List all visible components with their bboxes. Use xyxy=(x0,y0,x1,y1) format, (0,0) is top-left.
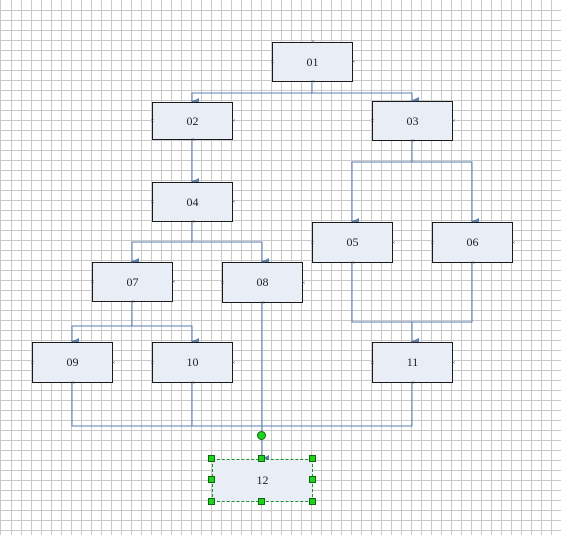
connection-point-marker: × xyxy=(471,218,475,226)
connection-point-marker: × xyxy=(191,136,195,144)
node-02[interactable]: 02 xyxy=(152,102,233,140)
connection-point-marker: × xyxy=(430,238,435,247)
connection-point-marker: × xyxy=(191,379,195,387)
connection-point-marker: × xyxy=(191,178,195,186)
connector-06-11[interactable] xyxy=(411,263,473,346)
node-label: 10 xyxy=(186,355,199,369)
node-09[interactable]: 09 xyxy=(32,342,113,383)
node-11[interactable]: 11 xyxy=(372,342,453,383)
node-label: 03 xyxy=(406,113,419,128)
connection-point-marker: × xyxy=(351,259,355,267)
connector-07-10[interactable] xyxy=(131,302,199,346)
resize-handle-s[interactable] xyxy=(258,498,265,505)
connection-point-marker: × xyxy=(351,58,356,66)
resize-handle-se[interactable] xyxy=(309,498,316,505)
resize-handle-n[interactable] xyxy=(258,455,265,462)
connection-point-marker: × xyxy=(71,379,75,387)
connection-point-marker: × xyxy=(71,338,75,346)
node-label: 04 xyxy=(186,194,199,209)
node-label: 02 xyxy=(186,113,199,128)
resize-handle-w[interactable] xyxy=(208,476,215,483)
connection-point-marker: × xyxy=(451,358,456,367)
connection-point-marker: × xyxy=(261,258,265,266)
connector-05-11[interactable] xyxy=(351,263,419,346)
node-10[interactable]: 10 xyxy=(152,342,233,383)
node-03[interactable]: 03 xyxy=(372,101,453,141)
connection-point-marker: × xyxy=(391,238,396,247)
node-06[interactable]: 06 xyxy=(432,222,513,263)
connector-11-12[interactable] xyxy=(262,383,413,427)
node-07[interactable]: 07 xyxy=(92,262,173,302)
connection-point-marker: × xyxy=(411,97,415,105)
node-label: 11 xyxy=(406,355,419,369)
resize-handle-ne[interactable] xyxy=(309,455,316,462)
connection-point-marker: × xyxy=(261,299,265,307)
connection-point-marker: × xyxy=(270,58,275,66)
connection-point-marker: × xyxy=(111,358,116,367)
connection-point-marker: × xyxy=(171,278,176,286)
connection-point-marker: × xyxy=(411,379,415,387)
connector-04-08[interactable] xyxy=(191,222,269,266)
connection-point-marker: × xyxy=(370,117,375,125)
connection-point-marker: × xyxy=(311,38,315,46)
connection-point-marker: × xyxy=(150,117,155,125)
connection-point-marker: × xyxy=(311,78,315,86)
connector-03-05[interactable] xyxy=(351,141,413,226)
connection-point-marker: × xyxy=(231,198,236,206)
connector-04-07[interactable] xyxy=(131,222,193,266)
node-04[interactable]: 04 xyxy=(152,182,233,222)
node-08[interactable]: 08 xyxy=(222,262,303,303)
connection-point-marker: × xyxy=(131,298,135,306)
connection-point-marker: × xyxy=(511,238,516,247)
node-label: 08 xyxy=(256,275,269,289)
resize-handle-sw[interactable] xyxy=(208,498,215,505)
connection-point-marker: × xyxy=(351,218,355,226)
resize-handle-nw[interactable] xyxy=(208,455,215,462)
connector-09-12[interactable] xyxy=(71,383,262,427)
node-label: 12 xyxy=(256,473,269,487)
resize-handle-e[interactable] xyxy=(309,476,316,483)
connector-07-09[interactable] xyxy=(71,302,133,346)
connection-point-marker: × xyxy=(451,117,456,125)
connector-01-02[interactable] xyxy=(191,83,313,106)
connection-point-marker: × xyxy=(131,258,135,266)
node-01[interactable]: 01 xyxy=(272,42,353,82)
connection-point-marker: × xyxy=(370,358,375,367)
connection-point-marker: × xyxy=(150,358,155,367)
node-label: 01 xyxy=(306,54,319,69)
connection-point-marker: × xyxy=(231,117,236,125)
node-label: 09 xyxy=(66,355,79,369)
connection-point-marker: × xyxy=(191,338,195,346)
connection-point-marker: × xyxy=(471,259,475,267)
connection-point-marker: × xyxy=(220,278,225,287)
connection-point-marker: × xyxy=(411,137,415,145)
connection-point-marker: × xyxy=(411,338,415,346)
node-label: 05 xyxy=(346,235,359,249)
connection-point-marker: × xyxy=(231,358,236,367)
connection-point-handle[interactable] xyxy=(257,431,266,440)
connection-point-marker: × xyxy=(191,218,195,226)
connection-point-marker: × xyxy=(310,238,315,247)
connection-point-marker: × xyxy=(30,358,35,367)
connector-01-03[interactable] xyxy=(311,83,419,105)
connection-point-marker: × xyxy=(150,198,155,206)
connection-point-marker: × xyxy=(90,278,95,286)
node-label: 06 xyxy=(466,235,479,249)
connector-03-06[interactable] xyxy=(411,141,479,226)
connection-point-marker: × xyxy=(191,98,195,106)
node-05[interactable]: 05 xyxy=(312,222,393,263)
connection-point-marker: × xyxy=(301,278,306,287)
node-12[interactable]: 12 xyxy=(212,459,313,502)
node-label: 07 xyxy=(126,274,139,289)
